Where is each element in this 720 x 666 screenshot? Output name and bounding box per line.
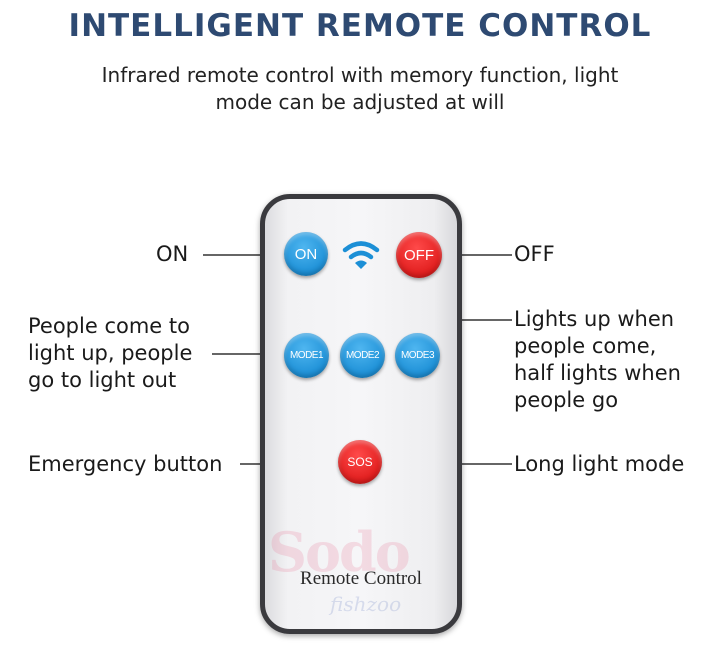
on-button[interactable]: ON (284, 232, 328, 276)
mode2-button[interactable]: MODE2 (340, 333, 385, 378)
subtitle-line-1: Infrared remote control with memory func… (101, 63, 619, 87)
callout-mode3: Long light mode (514, 452, 685, 476)
mode1-button[interactable]: MODE1 (284, 333, 329, 378)
watermark-logo: Sodo (268, 520, 411, 584)
callout-mode2-line: people go (514, 388, 619, 412)
callout-mode1-line: go to light out (28, 368, 177, 392)
remote-label: Remote Control (300, 568, 422, 589)
sos-button[interactable]: SOS (338, 440, 382, 484)
callout-mode2-line: people come, (514, 334, 657, 358)
mode3-button[interactable]: MODE3 (395, 333, 440, 378)
off-button[interactable]: OFF (396, 232, 442, 278)
callout-on: ON (156, 242, 189, 266)
page-title: INTELLIGENT REMOTE CONTROL (68, 8, 652, 44)
callout-mode2: Lights up when people come, half lights … (514, 306, 681, 414)
callout-mode2-line: half lights when (514, 361, 681, 385)
callout-mode1-line: People come to (28, 314, 190, 338)
wifi-signal-icon (342, 241, 380, 269)
callout-mode1: People come to light up, people go to li… (28, 313, 192, 394)
callout-off: OFF (514, 242, 555, 266)
page-subtitle: Infrared remote control with memory func… (40, 62, 680, 116)
callout-mode1-line: light up, people (28, 341, 193, 365)
watermark-small-logo: fishzoo (330, 592, 402, 616)
callout-mode2-line: Lights up when (514, 307, 675, 331)
callout-sos: Emergency button (28, 452, 223, 476)
subtitle-line-2: mode can be adjusted at will (215, 90, 505, 114)
